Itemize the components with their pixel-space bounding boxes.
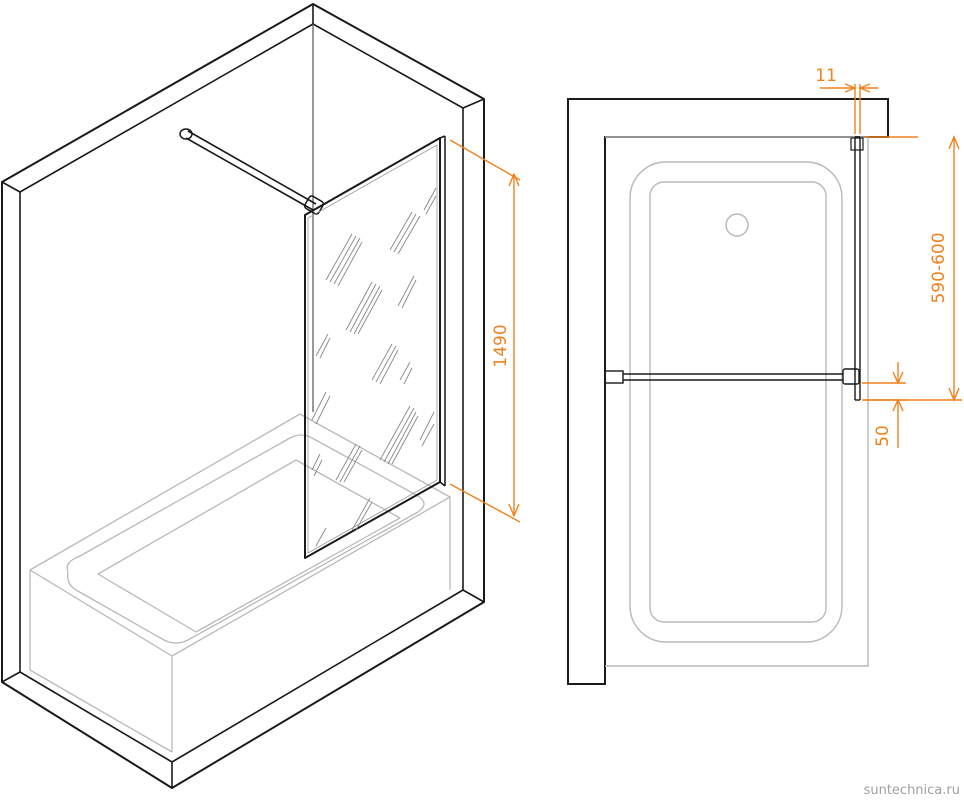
wall-bevel-top-left [1,181,21,193]
height-dimension-label: 1490 [491,324,511,367]
plan-stabilizer-bar [604,368,860,385]
watermark: suntechnica.ru [864,783,960,798]
wall-outline [1,3,485,789]
plan-glass-panel [850,136,864,401]
stabilizer-bar [179,128,325,215]
bathtub [29,413,451,753]
plan-bar-glass-clamp [842,368,860,385]
plan-bar-wall-mount [604,370,624,384]
drain-icon [725,213,749,237]
offset-dimension-label: 50 [873,425,893,447]
plan-view: 11 590-600 50 [567,66,962,685]
isometric-view: 1490 [1,3,521,789]
wall-bevel-bottom-left [1,671,21,683]
height-dimension [449,139,521,523]
wall-bevel-bottom-right [462,589,485,603]
glass-panel [304,135,446,559]
plan-bathtub [605,136,869,667]
wall-bevel-top-right [462,98,485,109]
offset-dimension [862,362,906,448]
gap-dimension [820,83,878,134]
gap-dimension-label: 11 [815,66,837,86]
depth-dimension-label: 590-600 [929,232,949,303]
glass-pattern [311,187,437,547]
plan-glass-clamp [850,137,864,151]
bar-wall-mount [179,128,193,140]
